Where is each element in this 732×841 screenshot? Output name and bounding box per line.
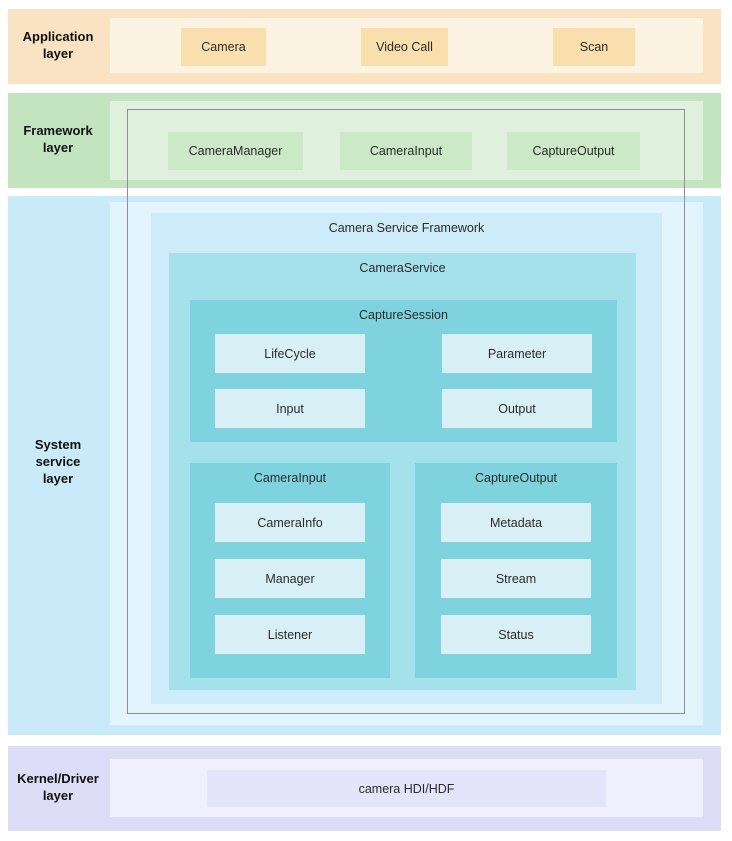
session-box-lifecycle: LifeCycle [215, 334, 365, 373]
camera-service-panel: CameraService CaptureSession LifeCycle P… [169, 253, 636, 690]
fw-box-camera-input: CameraInput [340, 132, 472, 170]
system-service-layer-label: System service layer [34, 437, 82, 487]
session-box-parameter: Parameter [442, 334, 592, 373]
camera-service-framework-title: Camera Service Framework [328, 221, 485, 235]
framework-layer-label: Framework layer [23, 123, 93, 156]
app-box-video-call: Video Call [361, 28, 448, 66]
camera-service-framework-panel: Camera Service Framework CameraService C… [151, 213, 662, 704]
app-box-scan: Scan [553, 28, 635, 66]
framework-system-outline-box [127, 109, 685, 714]
input-box-listener: Listener [215, 615, 365, 654]
session-box-input: Input [215, 389, 365, 428]
kernel-driver-layer-label: Kernel/Driver layer [17, 771, 99, 804]
output-box-stream: Stream [441, 559, 591, 598]
capture-session-title: CaptureSession [359, 308, 448, 322]
camera-service-title: CameraService [359, 261, 446, 275]
fw-box-camera-manager: CameraManager [168, 132, 303, 170]
capture-output-group: CaptureOutput Metadata Stream Status [415, 463, 617, 678]
fw-box-capture-output: CaptureOutput [507, 132, 640, 170]
input-box-camera-info: CameraInfo [215, 503, 365, 542]
app-box-camera: Camera [181, 28, 266, 66]
input-box-manager: Manager [215, 559, 365, 598]
kernel-box-camera-hdi-hdf: camera HDI/HDF [207, 770, 606, 807]
camera-input-group: CameraInput CameraInfo Manager Listener [190, 463, 390, 678]
output-box-metadata: Metadata [441, 503, 591, 542]
camera-input-title: CameraInput [253, 471, 327, 485]
application-layer-label: Application layer [22, 29, 94, 62]
session-box-output: Output [442, 389, 592, 428]
capture-session-group: CaptureSession LifeCycle Parameter Input… [190, 300, 617, 442]
output-box-status: Status [441, 615, 591, 654]
capture-output-title: CaptureOutput [475, 471, 557, 485]
